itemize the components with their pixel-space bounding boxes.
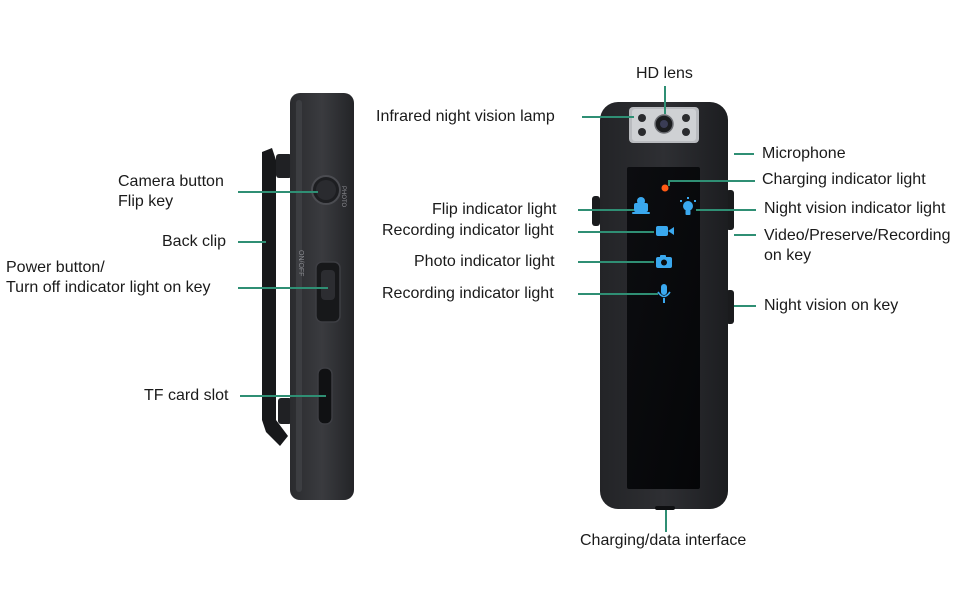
usb-port [655, 506, 675, 510]
hd-lens-core [660, 120, 668, 128]
ir-led-3 [638, 128, 646, 136]
label-back-clip: Back clip [162, 233, 227, 250]
ir-led-1 [638, 114, 646, 122]
leader-charging-light [669, 180, 755, 182]
leader-night-vision-light [696, 209, 756, 211]
leader-back-clip [238, 241, 266, 243]
leader-charging-interface [665, 510, 667, 532]
leader-charging-light-drop [668, 180, 670, 186]
leader-camera-button [238, 191, 318, 193]
ir-led-2 [682, 114, 690, 122]
side-edge-highlight [296, 100, 302, 492]
leader-photo-light [578, 261, 654, 263]
label-night-vision-key: Night vision on key [764, 297, 899, 314]
flip-indicator-icon [632, 197, 650, 214]
clip-mount-bottom [278, 398, 292, 424]
audio-recording-indicator-icon [657, 284, 671, 303]
camera-button-ring [316, 180, 336, 200]
power-switch-knob [321, 270, 335, 300]
recording-indicator-icon [656, 226, 674, 236]
label-charging-light: Charging indicator light [762, 171, 926, 188]
clip-mount-top [276, 154, 292, 178]
label-camera-button: Camera button Flip key [118, 173, 224, 210]
leader-power-button [238, 287, 328, 289]
label-night-vision-light: Night vision indicator light [764, 200, 946, 217]
front-view-device [592, 102, 734, 510]
ir-led-4 [682, 128, 690, 136]
side-key-left [592, 196, 600, 226]
label-recording-light-2: Recording indicator light [382, 285, 554, 302]
night-vision-indicator-icon [680, 197, 696, 215]
leader-tf-slot [240, 395, 326, 397]
charging-indicator-dot [661, 184, 669, 192]
leader-microphone [734, 153, 754, 155]
leader-recording-light-1 [578, 231, 654, 233]
device-on-off-text: ON/OFF [297, 250, 304, 277]
photo-indicator-icon [656, 255, 672, 268]
label-power-button: Power button/ Turn off indicator light o… [6, 259, 211, 296]
leader-ir-lamp [582, 116, 634, 118]
label-recording-light-1: Recording indicator light [382, 222, 554, 239]
side-view-device [262, 93, 354, 500]
label-charging-interface: Charging/data interface [580, 532, 747, 549]
label-flip-light: Flip indicator light [432, 201, 557, 218]
leader-video-key [734, 234, 756, 236]
label-microphone: Microphone [762, 145, 846, 162]
label-ir-lamp: Infrared night vision lamp [376, 108, 555, 125]
label-hd-lens: HD lens [636, 65, 693, 82]
back-clip [262, 148, 288, 446]
leader-recording-light-2 [578, 293, 658, 295]
leader-flip-light [578, 209, 634, 211]
glass-panel [627, 167, 700, 489]
label-photo-light: Photo indicator light [414, 253, 555, 270]
leader-night-vision-key [734, 305, 756, 307]
leader-hd-lens [664, 86, 666, 114]
label-tf-slot: TF card slot [144, 387, 229, 404]
label-video-key: Video/Preserve/Recording on key [764, 227, 951, 264]
device-side-mode-text: PHOTO [340, 186, 346, 208]
